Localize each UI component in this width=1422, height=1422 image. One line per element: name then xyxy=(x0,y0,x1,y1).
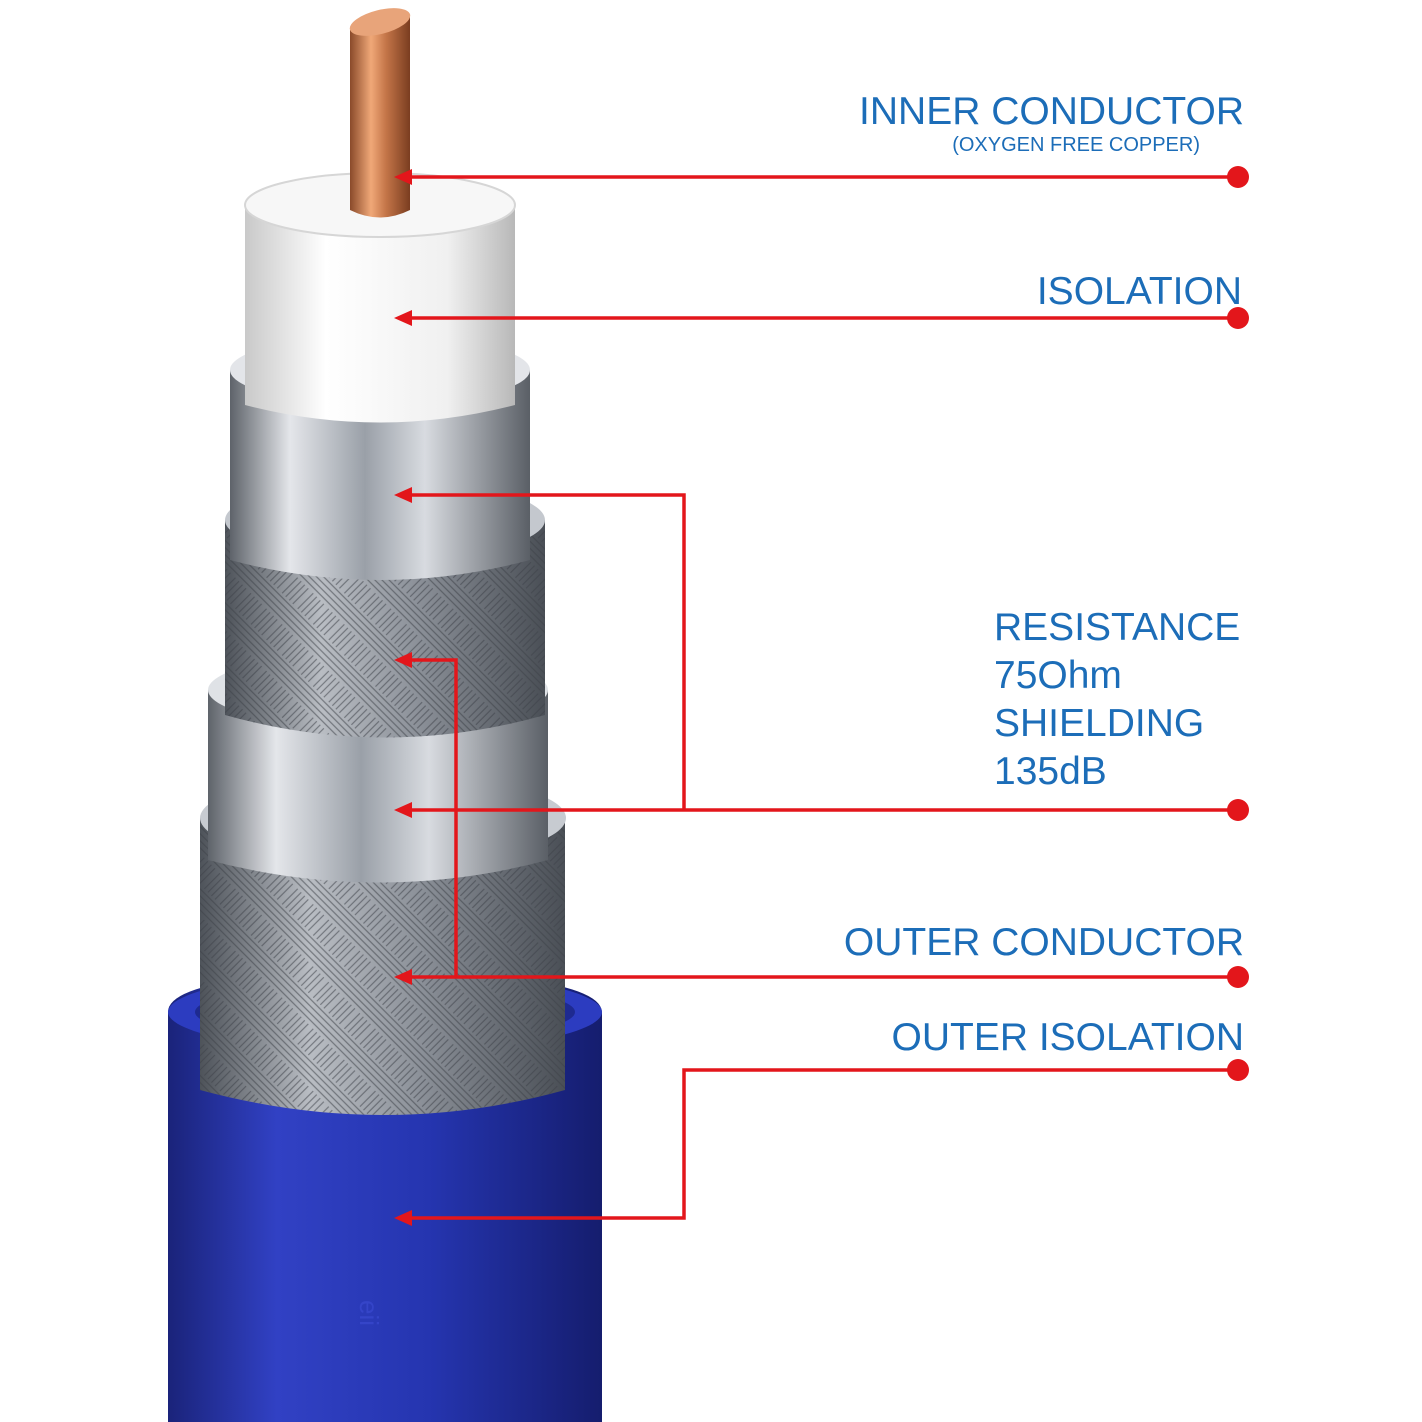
inner-conductor-label: INNER CONDUCTOR xyxy=(859,90,1244,133)
shielding-label: SHIELDING xyxy=(994,702,1205,745)
dielectric-isolation xyxy=(244,172,516,423)
copper-conductor xyxy=(349,8,411,218)
resistance-label: RESISTANCE xyxy=(994,606,1241,649)
shielding-value: 135dB xyxy=(994,750,1107,793)
outer-isolation-label: OUTER ISOLATION xyxy=(891,1016,1245,1059)
arrowheads xyxy=(394,169,412,1226)
leader-lines xyxy=(400,175,1238,1220)
svg-text:eii: eii xyxy=(354,1300,384,1326)
resistance-shielding-spec: RESISTANCE 75Ohm SHIELDING 135dB xyxy=(994,604,1240,796)
isolation-label: ISOLATION xyxy=(1036,270,1242,313)
outer-conductor-label: OUTER CONDUCTOR xyxy=(843,921,1244,964)
resistance-value: 75Ohm xyxy=(994,654,1122,697)
leader-dots xyxy=(1227,166,1249,1081)
inner-conductor-note: (OXYGEN FREE COPPER) xyxy=(952,134,1200,156)
